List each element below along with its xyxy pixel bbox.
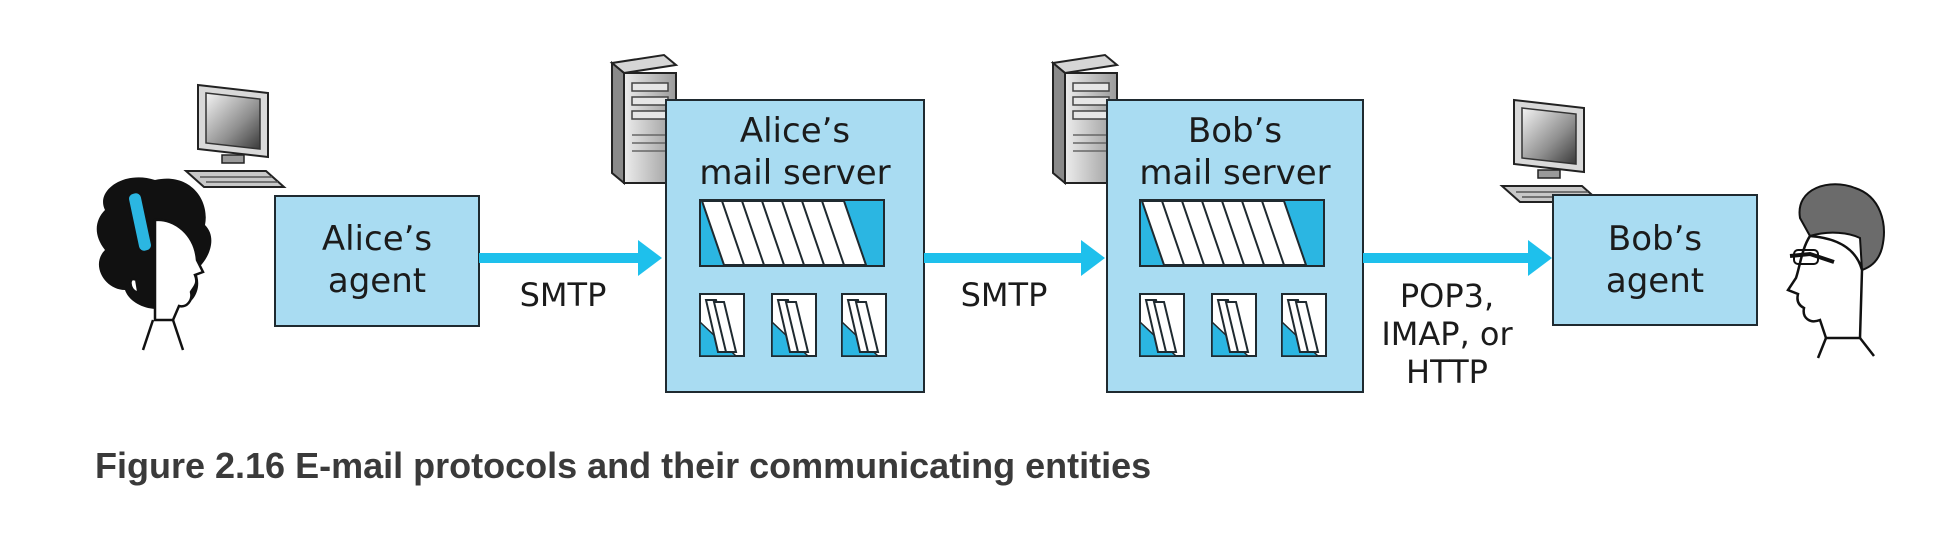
alice-mail-server-box: Alice’s mail server: [665, 99, 925, 393]
mailbox-icon: [1211, 293, 1257, 357]
bob-agent-label-line2: agent: [1606, 261, 1704, 301]
retrieval-label-line3: HTTP: [1406, 353, 1488, 391]
alice-server-label-line2: mail server: [699, 153, 890, 193]
man-user-icon: [1786, 183, 1885, 359]
smtp-label-2: SMTP: [961, 276, 1048, 314]
retrieval-label-line2: IMAP, or: [1381, 315, 1513, 353]
message-queue-icon: [699, 199, 885, 267]
message-queue-icon: [1139, 199, 1325, 267]
smtp-label-1: SMTP: [520, 276, 607, 314]
mailbox-icon: [1281, 293, 1327, 357]
bob-server-label-line2: mail server: [1139, 153, 1330, 193]
retrieval-arrow: POP3, IMAP, or HTTP: [1363, 240, 1552, 391]
smtp-arrow-1: SMTP: [479, 240, 662, 314]
bob-agent-label-line1: Bob’s: [1608, 219, 1702, 259]
mailbox-icon: [699, 293, 745, 357]
desktop-computer-icon: [1501, 99, 1601, 203]
bob-server-label-line1: Bob’s: [1188, 111, 1282, 151]
alice-server-label-line1: Alice’s: [740, 111, 850, 151]
figure-caption: Figure 2.16 E-mail protocols and their c…: [95, 445, 1152, 486]
mailbox-icon: [841, 293, 887, 357]
bob-mail-server-box: Bob’s mail server: [1106, 99, 1364, 393]
desktop-computer-icon: [185, 84, 285, 188]
mailbox-icon: [771, 293, 817, 357]
mailbox-icon: [1139, 293, 1185, 357]
woman-user-icon: [96, 177, 212, 351]
retrieval-label-line1: POP3,: [1400, 277, 1494, 315]
alice-agent-box: Alice’s agent: [274, 195, 480, 327]
bob-agent-box: Bob’s agent: [1552, 194, 1758, 326]
smtp-arrow-2: SMTP: [924, 240, 1105, 314]
alice-agent-label-line1: Alice’s: [322, 219, 432, 259]
alice-agent-label-line2: agent: [328, 261, 426, 301]
